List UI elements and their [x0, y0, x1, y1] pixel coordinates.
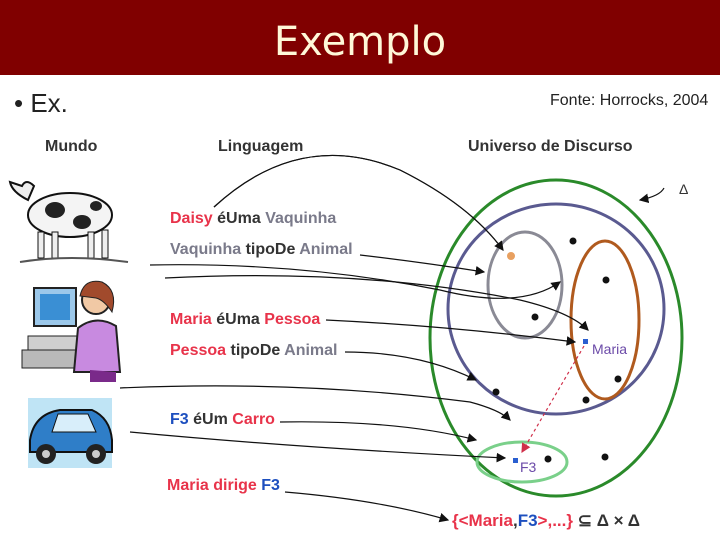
- statement-dirige: Maria dirige F3: [167, 477, 280, 494]
- car-illustration: [28, 398, 113, 468]
- header-language: Linguagem: [218, 138, 304, 155]
- statement-f3: F3 éUm Carro: [170, 411, 275, 428]
- statement-pessoa: Pessoa tipoDe Animal: [170, 342, 338, 359]
- person-at-computer-illustration: [21, 280, 122, 382]
- cow-illustration: [8, 180, 129, 263]
- f3-label: F3: [520, 459, 537, 475]
- maria-label: Maria: [592, 341, 628, 357]
- page-title: Exemplo: [273, 19, 447, 65]
- title-bar: [0, 0, 720, 75]
- statement-maria: Maria éUma Pessoa: [170, 311, 321, 328]
- bullet-label: • Ex.: [14, 88, 68, 118]
- delta-label: Δ: [679, 181, 689, 197]
- header-universe: Universo de Discurso: [468, 138, 633, 155]
- statement-vaquinha: Vaquinha tipoDe Animal: [170, 241, 353, 258]
- statement-daisy: Daisy éUma Vaquinha: [170, 210, 337, 227]
- header-world: Mundo: [45, 138, 98, 155]
- source-citation: Fonte: Horrocks, 2004: [550, 92, 709, 109]
- set-expression: {<Maria,F3>,...} ⊆ Δ × Δ: [452, 511, 640, 530]
